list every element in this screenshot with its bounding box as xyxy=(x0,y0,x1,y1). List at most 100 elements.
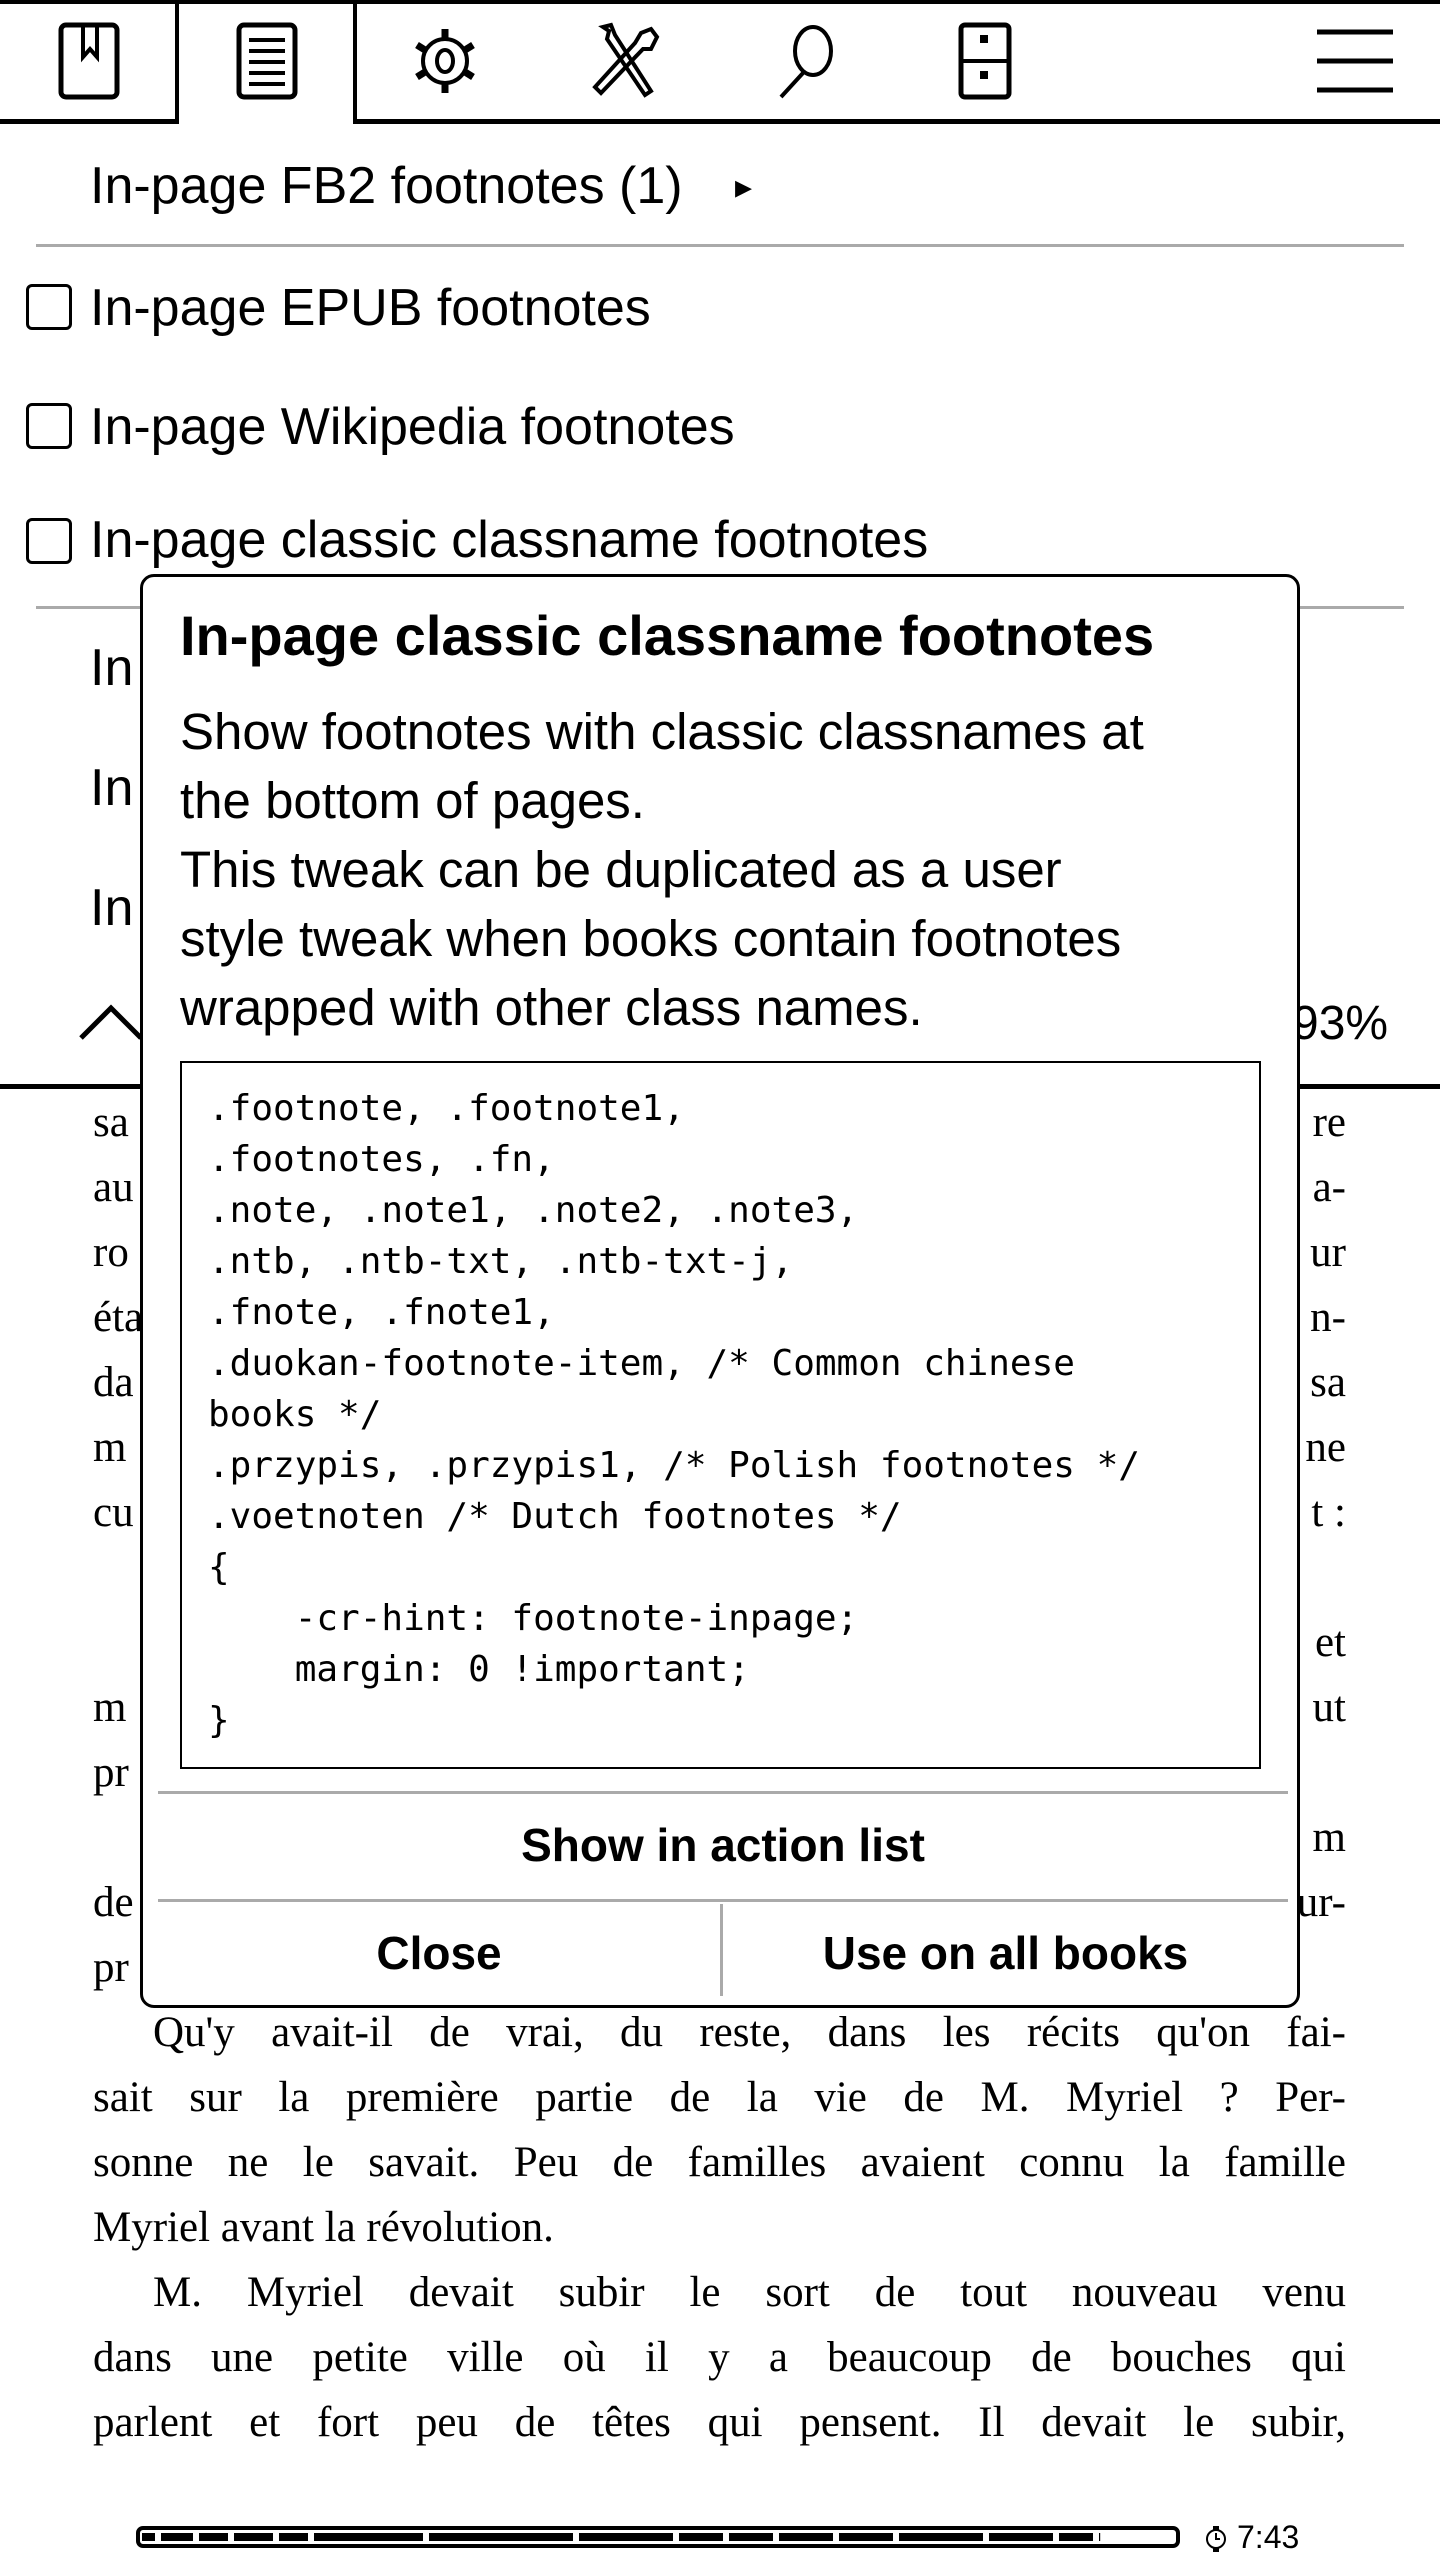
description-line: the bottom of pages. xyxy=(180,772,645,829)
progress-segment xyxy=(579,2533,673,2541)
progress-segment xyxy=(314,2533,423,2541)
book-line: cu t : xyxy=(93,1480,1346,1545)
line-start: pr xyxy=(93,1749,129,1796)
progress-segment xyxy=(839,2533,893,2541)
book-line: de ur- xyxy=(93,1870,1346,1935)
line-start: au xyxy=(93,1164,134,1211)
description-line: This tweak can be duplicated as a user xyxy=(180,841,1062,898)
close-button[interactable]: Close xyxy=(376,1927,502,1979)
description-line: wrapped with other class names. xyxy=(180,979,923,1036)
progress-segment xyxy=(199,2533,228,2541)
dialog-separator xyxy=(158,1899,1288,1902)
book-line: dans une petite ville où il y a beaucoup… xyxy=(93,2334,1346,2381)
book-line: Qu'y avait-il de vrai, du reste, dans le… xyxy=(153,2009,1346,2056)
tab-toc[interactable] xyxy=(178,0,355,122)
gear-icon xyxy=(415,29,475,93)
book-line: éta n- xyxy=(93,1285,1346,1350)
line-end: ut xyxy=(1312,1684,1346,1731)
progress-segment xyxy=(1059,2533,1093,2541)
book-line: sonne ne le savait. Peu de familles avai… xyxy=(93,2139,1346,2186)
line-end: t : xyxy=(1311,1489,1346,1536)
book-line: m ut xyxy=(93,1675,1346,1740)
menu-item-label: In-page Wikipedia footnotes xyxy=(90,398,735,456)
progress-segment xyxy=(429,2533,573,2541)
progress-segment xyxy=(279,2533,308,2541)
book-line: M. Myriel devait subir le sort de tout n… xyxy=(153,2269,1346,2316)
progress-bar[interactable] xyxy=(136,2526,1180,2548)
book-line: sait sur la première partie de la vie de… xyxy=(93,2074,1346,2121)
menu-button[interactable] xyxy=(1280,0,1430,122)
book-line: et xyxy=(93,1610,1346,1675)
progress-segment xyxy=(161,2533,193,2541)
table-of-contents-icon xyxy=(236,22,297,100)
toolbar-underline xyxy=(0,119,178,124)
progress-segment xyxy=(142,2533,155,2541)
checkbox[interactable] xyxy=(26,518,72,564)
chevron-up-icon[interactable] xyxy=(78,1002,144,1042)
line-start: éta xyxy=(93,1294,144,1341)
line-end: a- xyxy=(1312,1164,1346,1211)
hamburger-menu-icon xyxy=(1317,29,1393,93)
line-end: re xyxy=(1312,1099,1346,1146)
line-end: ur xyxy=(1310,1229,1346,1276)
tab-tools[interactable] xyxy=(535,0,715,122)
use-on-all-books-button[interactable]: Use on all books xyxy=(822,1927,1189,1979)
tab-bookmarks[interactable] xyxy=(0,0,178,122)
line-start: da xyxy=(93,1359,134,1406)
progress-segment xyxy=(989,2533,1053,2541)
line-start: ro xyxy=(93,1229,129,1276)
tweak-info-dialog: In-page classic classname footnotes Show… xyxy=(140,574,1300,2008)
tools-icon xyxy=(592,22,660,98)
file-cabinet-icon xyxy=(958,22,1012,100)
tab-settings[interactable] xyxy=(355,0,535,122)
dialog-title: In-page classic classname footnotes xyxy=(180,604,1155,667)
toolbar-underline xyxy=(353,119,1440,124)
book-line: au a- xyxy=(93,1155,1346,1220)
line-start: de xyxy=(93,1879,134,1926)
tab-file-browser[interactable] xyxy=(895,0,1075,122)
tab-divider xyxy=(353,0,357,124)
line-start: m xyxy=(93,1424,127,1471)
line-end: m xyxy=(1312,1814,1346,1861)
menu-item-label: In-page EPUB footnotes xyxy=(90,279,651,337)
dialog-separator xyxy=(158,1791,1288,1794)
button-divider xyxy=(720,1904,723,1996)
line-start: cu xyxy=(93,1489,134,1536)
menu-item-partial[interactable]: In xyxy=(90,759,134,817)
tab-search[interactable] xyxy=(715,0,895,122)
css-code-box[interactable]: .footnote, .footnote1, .footnotes, .fn, … xyxy=(180,1061,1261,1769)
line-end: ur- xyxy=(1296,1879,1346,1926)
book-line: pr xyxy=(93,1935,1346,2000)
description-line: style tweak when books contain footnotes xyxy=(180,910,1122,967)
menu-item-partial[interactable]: In xyxy=(90,639,134,697)
search-icon xyxy=(779,25,833,99)
line-start: sa xyxy=(93,1099,129,1146)
toolbar-top-border xyxy=(0,0,1440,4)
book-line: m xyxy=(93,1805,1346,1870)
book-line: pr xyxy=(93,1740,1346,1805)
clock-icon xyxy=(1206,2526,1226,2552)
progress-segment xyxy=(234,2533,273,2541)
menu-separator xyxy=(36,244,1404,247)
checkbox[interactable] xyxy=(26,403,72,449)
checkbox[interactable] xyxy=(26,284,72,330)
menu-item-partial[interactable]: In xyxy=(90,879,134,937)
show-in-action-list-button[interactable]: Show in action list xyxy=(521,1819,925,1871)
dialog-description: Show footnotes with classic classnames a… xyxy=(180,697,1144,1042)
progress-segment xyxy=(679,2533,723,2541)
progress-segment xyxy=(729,2533,773,2541)
submenu-label: In-page FB2 footnotes (1) xyxy=(90,157,683,215)
book-line: Myriel avant la révolution. xyxy=(93,2204,554,2251)
progress-segment xyxy=(779,2533,833,2541)
book-line: parlent et fort peu de têtes qui pensent… xyxy=(93,2399,1346,2446)
line-end: et xyxy=(1314,1619,1346,1666)
line-start: pr xyxy=(93,1944,129,1991)
progress-segment xyxy=(1099,2533,1101,2541)
line-end: n- xyxy=(1310,1294,1346,1341)
book-line: sa re xyxy=(93,1090,1346,1155)
bookmark-icon xyxy=(58,22,120,100)
line-start: m xyxy=(93,1684,127,1731)
